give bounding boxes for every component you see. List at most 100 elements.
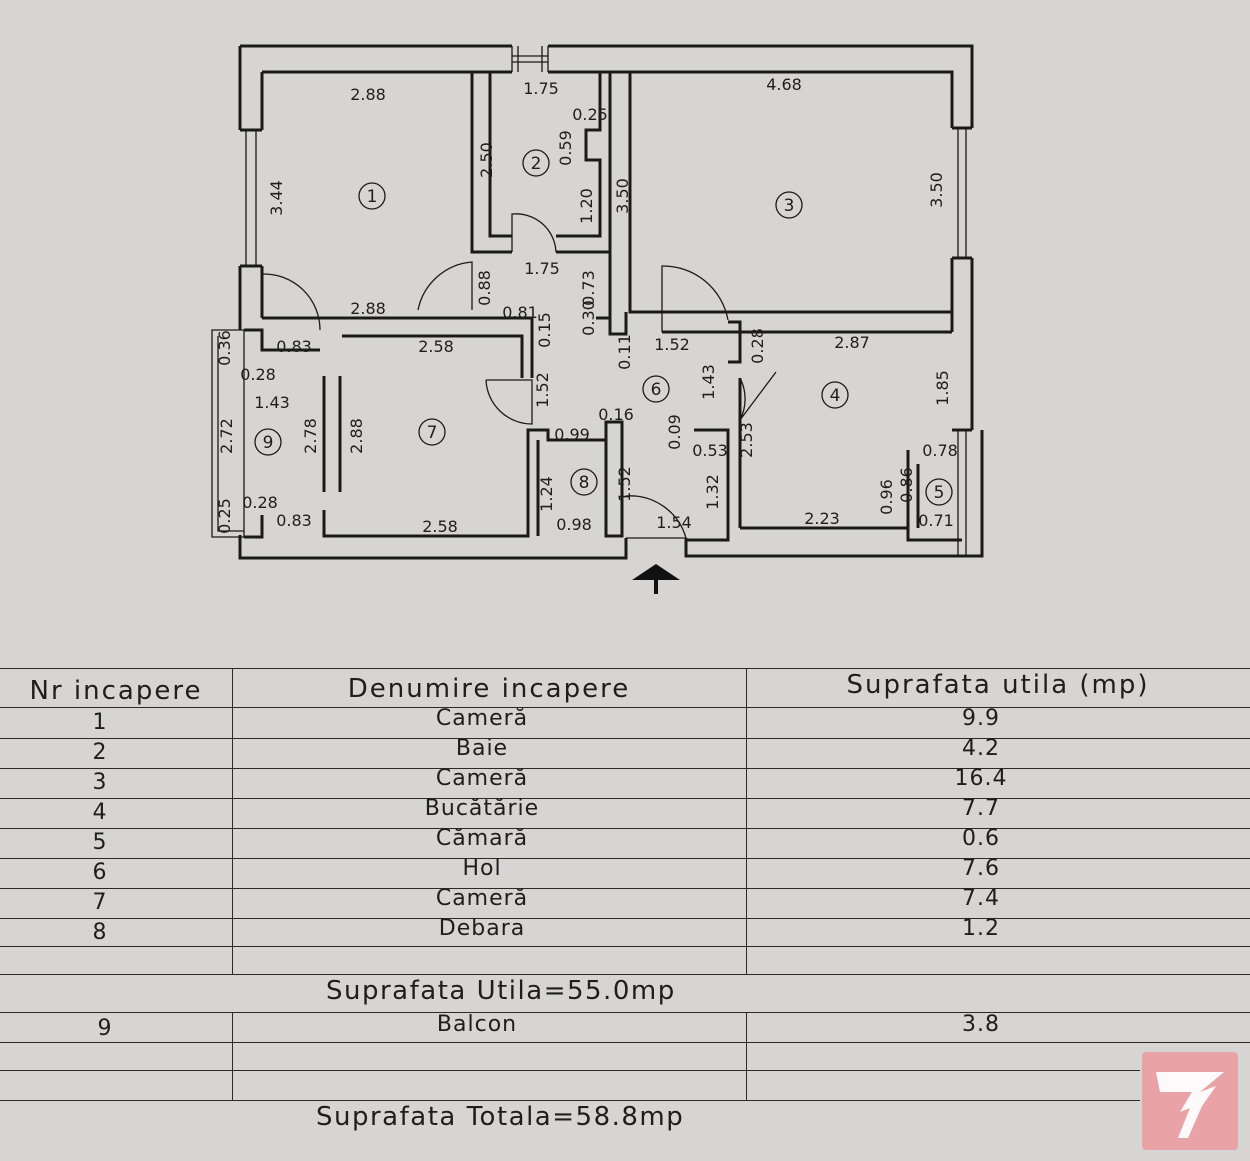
room-name-cell: Baie [455,736,509,761]
room-area-cell: 7.4 [962,886,1000,911]
table-rule [0,828,1250,829]
dimension-label: 0.53 [692,441,728,460]
room-4-marker: 4 [821,381,849,409]
room-number-circle [775,191,803,219]
total-area: Suprafata Totala=58.8mp [316,1102,685,1132]
dimension-label: 1.24 [537,476,556,512]
dimension-label: 2.58 [422,517,458,536]
dimension-label: 0.88 [475,270,494,306]
dimension-label: 1.54 [656,513,692,532]
room-number-circle [254,428,282,456]
table-rule [0,858,1250,859]
room-number-circle [570,468,598,496]
room-area-cell: 7.6 [962,856,1000,881]
room-5-marker: 5 [925,478,953,506]
dimension-label: 0.99 [554,425,590,444]
dimension-label: 4.68 [766,75,802,94]
dimension-label: 0.25 [215,498,234,534]
room-name-cell: Cameră [435,766,529,791]
room-number-markers: 1 2 3 4 5 6 7 8 9 [254,149,953,506]
dimension-label: 1.32 [703,474,722,510]
dimension-label: 0.86 [897,467,916,503]
balcony-name: Balcon [436,1012,518,1037]
dimension-label: 0.73 [579,270,598,306]
dimension-label: 0.83 [276,511,312,530]
dimension-label: 0.11 [615,334,634,370]
dimension-label: 0.59 [556,130,575,166]
header-room-number: Nr incapere [29,676,203,706]
dimension-label: 3.44 [267,180,286,216]
room-number-circle [821,381,849,409]
column-divider [746,668,747,974]
header-room-name: Denumire incapere [347,674,631,704]
room-number-label: 3 [784,196,795,216]
table-rule [0,707,1250,708]
room-number-cell: 2 [92,740,108,765]
table-rule [0,668,1250,669]
room-name-cell: Cămară [435,826,529,851]
table-rule [0,946,1250,947]
dimension-label: 2.78 [301,418,320,454]
dimension-label: 0.15 [535,312,554,348]
dimension-label: 1.75 [524,259,560,278]
table-rule [0,1012,1250,1013]
room-number-circle [642,375,670,403]
dimension-label: 2.88 [350,85,386,104]
dimension-label: 2.50 [477,142,496,178]
dimension-label: 0.36 [215,330,234,366]
balcony-area: 3.8 [962,1012,1000,1037]
room-number-label: 9 [263,433,274,453]
room-area-cell: 16.4 [954,766,1008,791]
table-rule [0,768,1250,769]
dimension-label: 0.83 [276,337,312,356]
dimension-label: 2.53 [737,422,756,458]
room-number-label: 5 [934,483,945,503]
dimension-label: 2.88 [350,299,386,318]
table-rule [0,1042,1250,1043]
room-3-marker: 3 [775,191,803,219]
door-swings [261,213,777,539]
room-name-cell: Cameră [435,706,529,731]
dimension-label: 0.98 [556,515,592,534]
room-7-marker: 7 [418,418,446,446]
room-number-cell: 1 [92,710,108,735]
room-1-marker: 1 [358,182,386,210]
dimension-label: 2.88 [347,418,366,454]
room-name-cell: Cameră [435,886,529,911]
room-8-marker: 8 [570,468,598,496]
room-number-cell: 4 [92,800,108,825]
room-number-label: 2 [531,154,542,174]
dimension-label: 0.25 [572,105,608,124]
header-usable-area: Suprafata utila (mp) [846,670,1150,700]
room-number-cell: 8 [92,920,108,945]
table-rule [0,738,1250,739]
room-area-cell: 1.2 [962,916,1000,941]
room-name-cell: Debara [438,916,526,941]
room-number-label: 8 [579,473,590,493]
room-number-circle [358,182,386,210]
room-number-cell: 6 [92,860,108,885]
table-rule [0,918,1250,919]
dimension-label: 1.75 [523,79,559,98]
dimension-label: 2.23 [804,509,840,528]
room-6-marker: 6 [642,375,670,403]
dimension-label: 0.28 [240,365,276,384]
room-area-cell: 0.6 [962,826,1000,851]
table-rule [0,1100,1140,1101]
column-divider [232,668,233,974]
room-area-cell: 4.2 [962,736,1000,761]
dimension-label: 2.58 [418,337,454,356]
dimension-label: 0.28 [748,328,767,364]
room-name-cell: Hol [462,856,502,881]
dimension-label: 1.43 [699,364,718,400]
dimension-label: 1.52 [533,372,552,408]
interior-walls [260,72,962,542]
room-name-cell: Bucătărie [424,796,540,821]
dimension-label: 0.78 [922,441,958,460]
dimension-label: 0.96 [877,479,896,515]
room-number-circle [418,418,446,446]
table-rule [0,1070,1140,1071]
room-area-cell: 9.9 [962,706,1000,731]
